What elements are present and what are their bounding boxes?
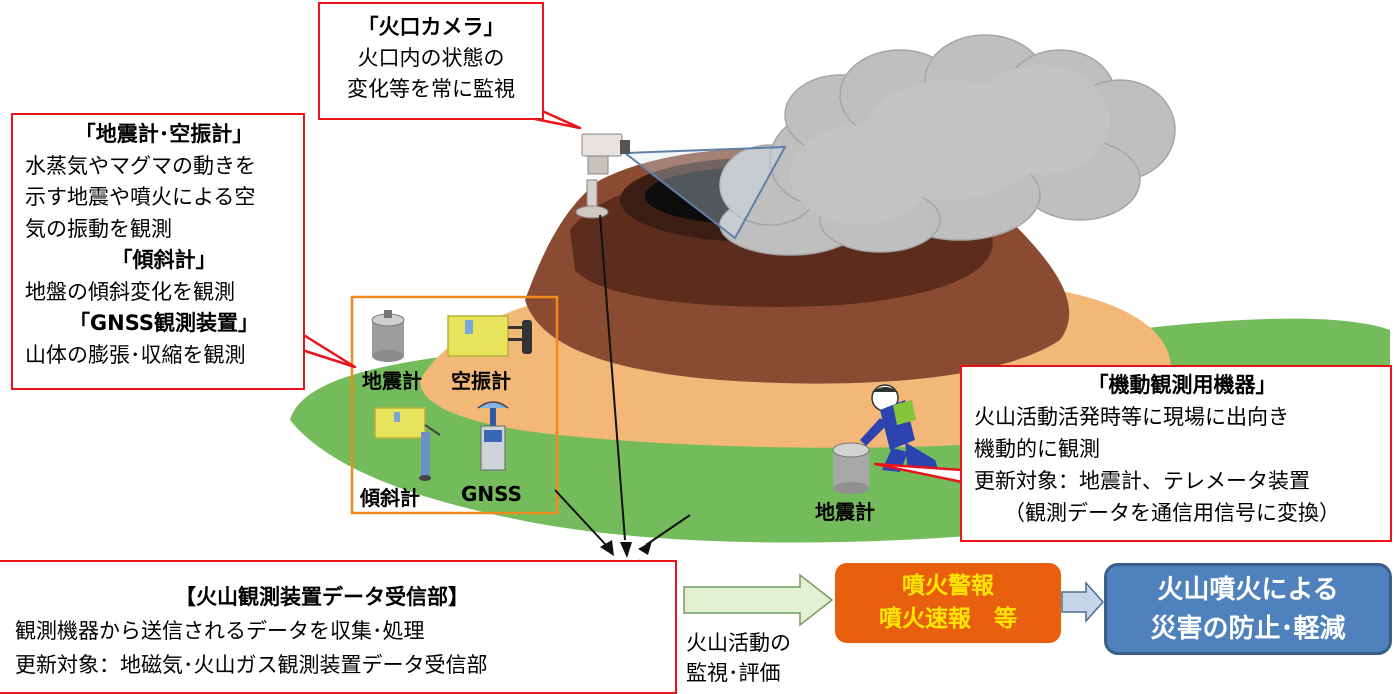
crater-camera-line: 火口内の状態の	[357, 46, 505, 70]
tiltmeter-icon	[374, 407, 441, 481]
receiver-title: 【火山観測装置データ受信部】	[175, 585, 469, 609]
instrument-group-frame	[350, 295, 559, 515]
mobile-line: 機動的に観測	[974, 437, 1100, 461]
crater-camera-title: 「火口カメラ」	[357, 15, 505, 39]
mobile-title: 「機動観測用機器」	[1087, 373, 1277, 397]
monitoring-line: 監視･評価	[686, 661, 781, 685]
seismo-line: 示す地震や噴火による空	[25, 185, 256, 209]
crater-camera-line: 変化等を常に監視	[347, 77, 515, 101]
seismo-title: 「地震計･空振計」	[74, 122, 254, 146]
receiver-line: 更新対象：地磁気･火山ガス観測装置データ受信部	[15, 653, 488, 677]
warning-line: 噴火速報 等	[879, 606, 1017, 632]
flow-arrow-2	[1061, 581, 1105, 623]
seismo-line: 水蒸気やマグマの動きを	[25, 153, 256, 178]
monitoring-line: 火山活動の	[686, 631, 791, 655]
mobile-seismometer-icon	[832, 442, 870, 494]
gnss-title: 「GNSS観測装置」	[68, 311, 260, 335]
receiver-line: 観測機器から送信されるデータを収集･処理	[15, 619, 425, 643]
tilt-title: 「傾斜計」	[111, 248, 217, 272]
crater-camera-callout: 「火口カメラ」 火口内の状態の 変化等を常に監視	[318, 2, 544, 120]
mobile-line: 火山活動活発時等に現場に出向き	[974, 405, 1289, 429]
mobile-observation-callout: 「機動観測用機器」 火山活動活発時等に現場に出向き 機動的に観測 更新対象：地震…	[960, 365, 1392, 542]
result-line: 災害の防止･軽減	[1150, 614, 1346, 644]
monitoring-text: 火山活動の 監視･評価	[686, 628, 791, 688]
tiltmeter-label: 傾斜計	[360, 486, 420, 510]
mobile-line: （観測データを通信用信号に変換）	[1004, 501, 1340, 525]
seismometer-icon	[371, 310, 405, 362]
mobile-seismometer-label: 地震計	[815, 500, 875, 524]
disaster-prevention-box: 火山噴火による 災害の防止･軽減	[1104, 563, 1392, 655]
infrasound-sensor-icon	[447, 315, 532, 357]
seismo-callout-pointer	[300, 332, 357, 369]
volcanic-smoke	[719, 34, 1176, 256]
warning-line: 噴火警報	[902, 573, 994, 599]
seismometer-callout: 「地震計･空振計」 水蒸気やマグマの動きを 示す地震や噴火による空 気の振動を観…	[11, 113, 305, 390]
tilt-line: 地盤の傾斜変化を観測	[25, 279, 235, 304]
gnss-line: 山体の膨張･収縮を観測	[25, 342, 246, 367]
gnss-label: GNSS	[461, 482, 523, 506]
crater-camera-icon	[575, 133, 630, 219]
gnss-station-icon	[477, 401, 509, 471]
seismometer-label: 地震計	[362, 369, 422, 393]
infrasound-label: 空振計	[451, 369, 511, 393]
eruption-warning-box: 噴火警報 噴火速報 等	[835, 563, 1061, 643]
seismo-line: 気の振動を観測	[25, 216, 172, 241]
flow-arrow-1	[683, 573, 834, 627]
camera-view-cone	[622, 145, 787, 240]
receiver-callout: 【火山観測装置データ受信部】 観測機器から送信されるデータを収集･処理 更新対象…	[0, 560, 677, 694]
result-line: 火山噴火による	[1157, 575, 1339, 605]
mobile-line: 更新対象：地震計、テレメータ装置	[974, 469, 1310, 493]
